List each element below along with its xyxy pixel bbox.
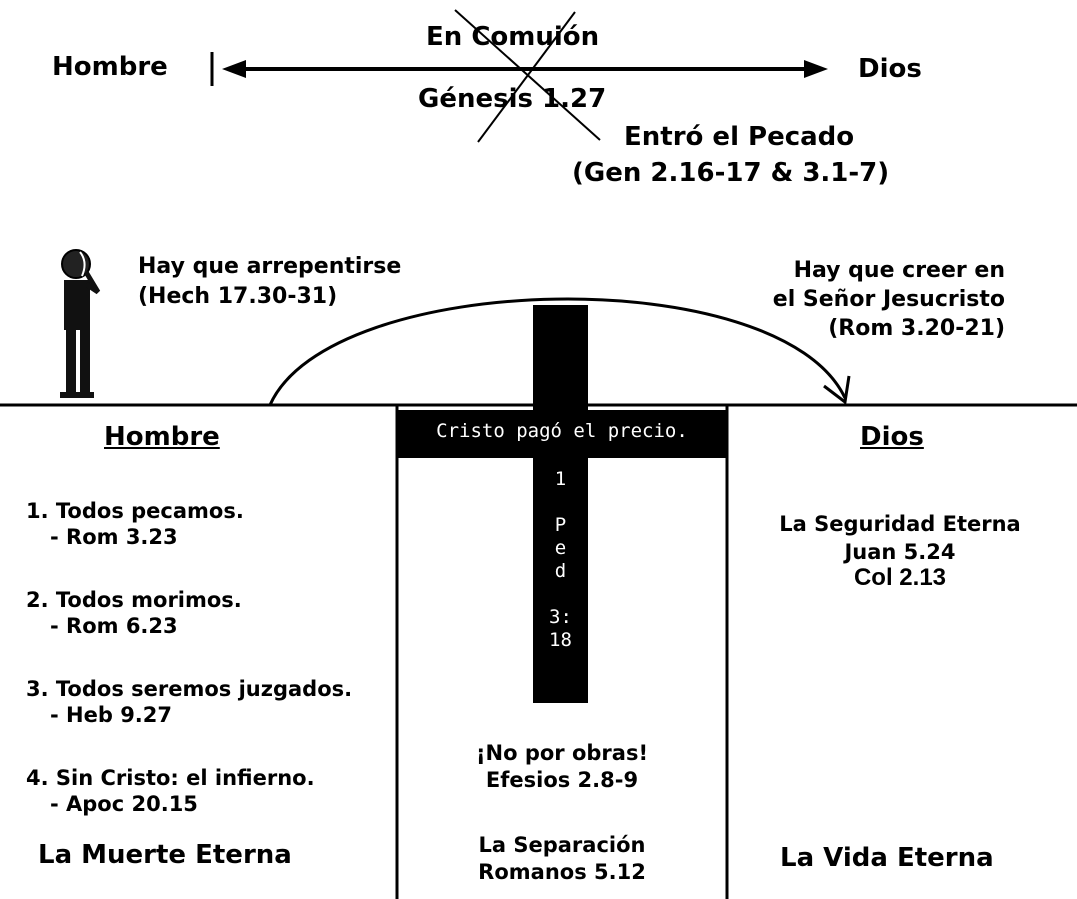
fact-list: 1. Todos pecamos. - Rom 3.23 2. Todos mo…	[26, 498, 352, 817]
arc-arrowhead	[823, 375, 851, 405]
genesis-label: Génesis 1.27	[418, 84, 607, 114]
repent-label: Hay que arrepentirse (Hech 17.30-31)	[138, 254, 402, 309]
cross-vertical-char: e	[554, 537, 567, 559]
fact-text: 1. Todos pecamos.	[26, 499, 244, 523]
fact-text: 3. Todos seremos juzgados.	[26, 677, 353, 701]
arrowhead-left	[222, 60, 246, 78]
cross-crossbar-text: Cristo pagó el precio.	[436, 420, 688, 442]
bridge-arc	[268, 297, 847, 406]
fact-item: 1. Todos pecamos. - Rom 3.23	[26, 498, 352, 587]
fact-item: 3. Todos seremos juzgados. - Heb 9.27	[26, 676, 352, 765]
eternal-security-label: La Seguridad Eterna Juan 5.24	[779, 512, 1021, 564]
not-by-works-label: ¡No por obras! Efesios 2.8-9	[475, 741, 649, 792]
x-mark-stroke-2	[477, 11, 576, 143]
cross-vertical-char: P	[554, 514, 567, 536]
fact-text: 2. Todos morimos.	[26, 588, 242, 612]
fact-ref: - Rom 6.23	[50, 614, 178, 638]
separation-label: La Separación Romanos 5.12	[478, 833, 646, 884]
fact-ref: - Rom 3.23	[50, 525, 178, 549]
cross-vertical	[533, 305, 588, 703]
cross-vertical-char	[533, 583, 588, 606]
eternal-death-label: La Muerte Eterna	[38, 840, 292, 870]
eternal-life-label: La Vida Eterna	[780, 843, 994, 873]
sin-reference: (Gen 2.16-17 & 3.1-7)	[572, 158, 890, 188]
sin-entered-label: Entró el Pecado	[624, 122, 855, 152]
communion-label: En Comuión	[426, 22, 600, 52]
fact-ref: - Heb 9.27	[50, 703, 173, 727]
right-heading: Dios	[860, 422, 924, 452]
top-right-label: Dios	[858, 54, 922, 84]
fact-item: 4. Sin Cristo: el infierno. - Apoc 20.15	[26, 765, 352, 817]
cross-vertical-char: 18	[549, 629, 572, 651]
arrowhead-right	[804, 60, 828, 78]
cross-vertical-char: 3:	[549, 606, 572, 628]
cross-vertical-char: 1	[554, 468, 567, 490]
cross-vertical-char	[533, 491, 588, 514]
cross-crossbar	[397, 410, 727, 458]
fact-item: 2. Todos morimos. - Rom 6.23	[26, 587, 352, 676]
cross-vertical-char: d	[554, 560, 567, 582]
fact-ref: - Apoc 20.15	[50, 792, 198, 816]
left-heading: Hombre	[104, 422, 220, 452]
colossians-ref: Col 2.13	[853, 564, 947, 591]
believe-label: Hay que creer en el Señor Jesucristo (Ro…	[772, 258, 1005, 341]
person-figure	[60, 249, 101, 398]
top-left-label: Hombre	[52, 52, 168, 82]
fact-text: 4. Sin Cristo: el infierno.	[26, 766, 315, 790]
